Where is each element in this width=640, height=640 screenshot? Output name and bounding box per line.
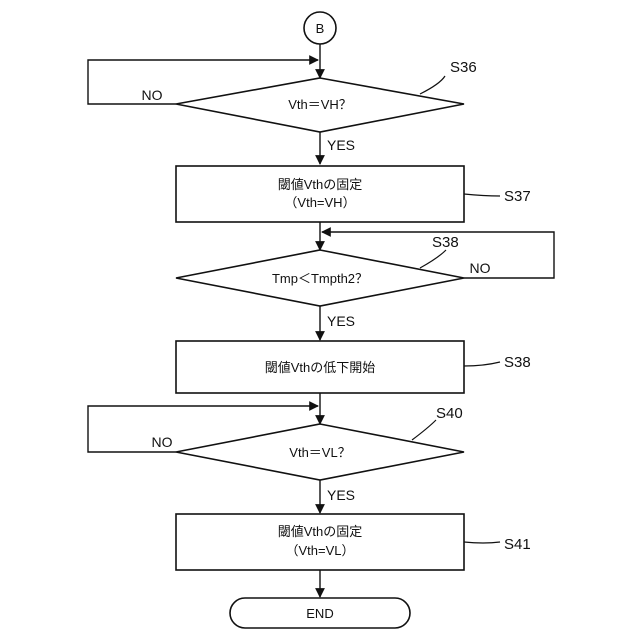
process-s41: 閾値Vthの固定 （Vth=VL） (176, 514, 464, 570)
s38-process-leader (464, 362, 500, 366)
s36-yes-label: YES (327, 137, 355, 153)
process-s38-text: 閾値Vthの低下開始 (265, 360, 376, 375)
s40-step-label: S40 (436, 405, 463, 422)
process-s37-line1: 閾値Vthの固定 (278, 177, 363, 192)
s38-process-step-label: S38 (504, 354, 531, 371)
decision-s36: Vth＝VH？ (176, 78, 464, 132)
s40-leader (412, 420, 436, 440)
s36-no-label: NO (142, 87, 163, 103)
s40-no-label: NO (152, 434, 173, 450)
terminal-end-label: END (306, 606, 333, 621)
s37-step-label: S37 (504, 188, 531, 205)
s40-yes-label: YES (327, 487, 355, 503)
s41-step-label: S41 (504, 536, 531, 553)
s37-leader (464, 194, 500, 196)
s41-leader (464, 542, 500, 543)
terminal-end: END (230, 598, 410, 628)
s38-no-label: NO (470, 260, 491, 276)
process-s41-line1: 閾値Vthの固定 (278, 524, 363, 539)
process-s38: 閾値Vthの低下開始 (176, 341, 464, 393)
process-s37-line2: （Vth=VH） (284, 195, 355, 210)
decision-s36-text: Vth＝VH？ (288, 97, 352, 112)
s38-decision-step-label: S38 (432, 234, 459, 251)
s38-yes-label: YES (327, 313, 355, 329)
s38-decision-leader (420, 250, 446, 268)
decision-s40: Vth＝VL？ (176, 424, 464, 480)
connector-b-label: B (316, 21, 325, 36)
decision-s38-text: Tmp＜Tmpth2？ (272, 271, 368, 286)
process-s41-line2: （Vth=VL） (285, 543, 354, 558)
decision-s38: Tmp＜Tmpth2？ (176, 250, 464, 306)
process-s37: 閾値Vthの固定 （Vth=VH） (176, 166, 464, 222)
connector-b: B (304, 12, 336, 44)
s36-leader (420, 76, 445, 94)
decision-s40-text: Vth＝VL？ (289, 445, 350, 460)
s36-step-label: S36 (450, 59, 477, 76)
